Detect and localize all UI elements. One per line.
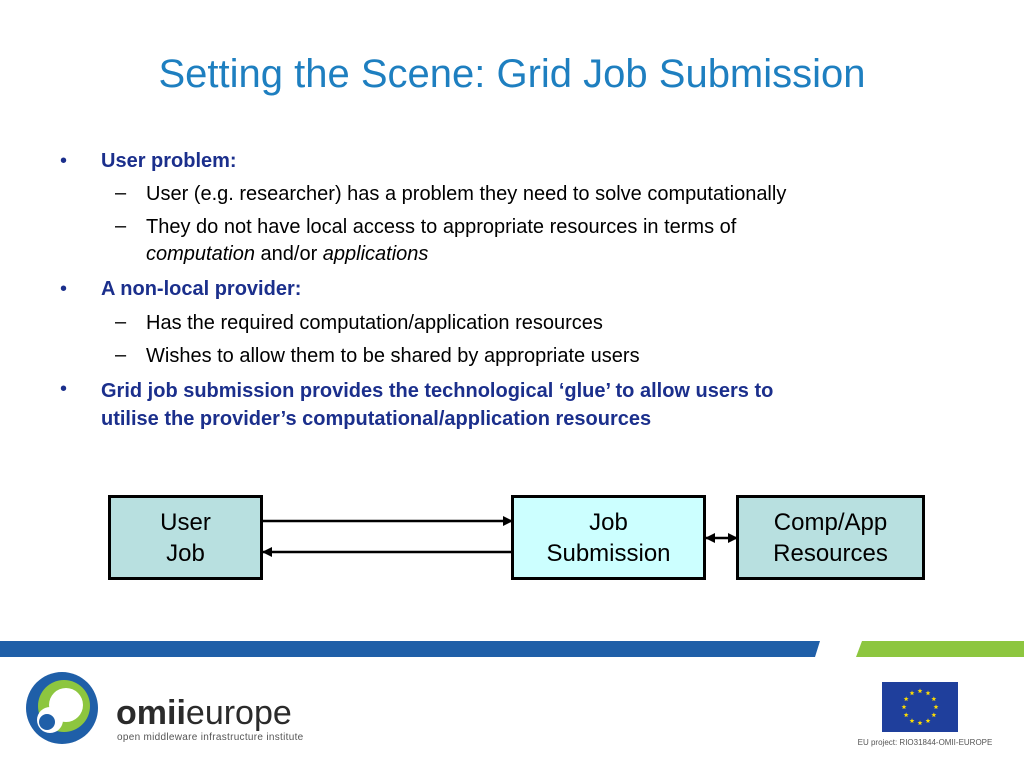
bullet-non-local-provider: A non-local provider: bbox=[101, 278, 302, 300]
user-job-box: User Job bbox=[108, 495, 263, 580]
bullet-grid-job-submission: Grid job submission provides the technol… bbox=[101, 377, 981, 433]
sub-bullet-user-problem-1: User (e.g. researcher) has a problem the… bbox=[146, 183, 787, 205]
eu-star bbox=[933, 704, 939, 710]
eu-star bbox=[909, 718, 915, 723]
dash-marker: – bbox=[115, 344, 127, 366]
box-label: Job bbox=[166, 539, 205, 567]
job-submission-box: Job Submission bbox=[511, 495, 706, 580]
omii-wordmark-bold: omii bbox=[116, 694, 186, 732]
eu-star bbox=[925, 718, 931, 723]
sub-bullet-provider-1: Has the required computation/application… bbox=[146, 312, 603, 334]
eu-star bbox=[925, 690, 931, 696]
eu-star bbox=[917, 688, 923, 694]
dash-marker: – bbox=[115, 182, 127, 204]
eu-star bbox=[917, 720, 923, 726]
sub-bullet-provider-2: Wishes to allow them to be shared by app… bbox=[146, 345, 640, 367]
box-label: User bbox=[160, 508, 211, 536]
bullet-marker: • bbox=[60, 150, 68, 172]
bullet-line: Grid job submission provides the technol… bbox=[101, 380, 774, 402]
emphasis-applications: applications bbox=[322, 243, 429, 265]
omii-wordmark-regular: europe bbox=[185, 694, 292, 732]
eu-star bbox=[901, 704, 907, 710]
box-label: Resources bbox=[773, 539, 888, 567]
bullet-line: utilise the provider’s computational/app… bbox=[101, 408, 652, 430]
dash-marker: – bbox=[115, 215, 127, 237]
bullet-user-problem: User problem: bbox=[101, 150, 237, 172]
eu-project-label: EU project: RIO31844-OMII-EUROPE bbox=[857, 738, 993, 747]
slide-title: Setting the Scene: Grid Job Submission bbox=[158, 52, 866, 96]
box-label: Comp/App bbox=[773, 508, 888, 536]
omii-wordmark: omiieurope bbox=[116, 694, 292, 733]
box-label: Job bbox=[589, 508, 628, 536]
resources-box: Comp/App Resources bbox=[736, 495, 925, 580]
footer-band bbox=[0, 641, 1024, 657]
bullet-marker: • bbox=[60, 278, 68, 300]
emphasis-computation: computation bbox=[146, 243, 255, 265]
dash-marker: – bbox=[115, 311, 127, 333]
eu-star bbox=[931, 696, 937, 702]
box-label: Submission bbox=[546, 539, 671, 567]
bullet-list: • User problem: – User (e.g. researcher)… bbox=[60, 150, 981, 433]
eu-star bbox=[909, 690, 915, 696]
sub-bullet-text: They do not have local access to appropr… bbox=[146, 216, 737, 238]
omii-logo-icon bbox=[26, 672, 98, 744]
eu-flag-icon bbox=[882, 682, 958, 732]
omii-tagline: open middleware infrastructure institute bbox=[117, 732, 304, 743]
eu-star bbox=[903, 696, 909, 702]
bullet-marker: • bbox=[60, 378, 68, 400]
sub-bullet-text: and/or bbox=[254, 243, 323, 265]
eu-star bbox=[903, 712, 909, 718]
eu-star bbox=[931, 712, 937, 718]
sub-bullet-user-problem-2: They do not have local access to appropr… bbox=[146, 214, 736, 268]
